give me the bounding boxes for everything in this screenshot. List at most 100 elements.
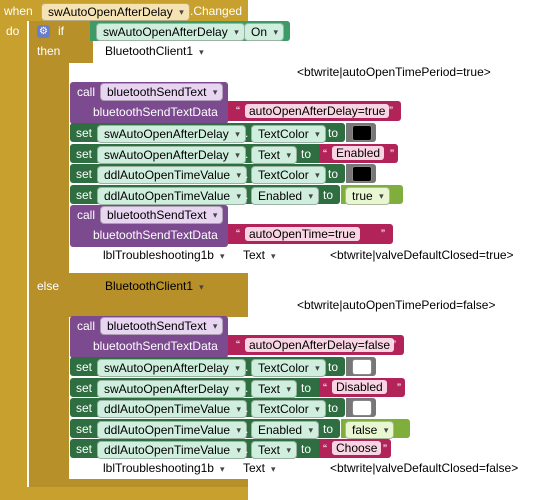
set-component-dropdown[interactable]: ddlAutoOpenTimeValue	[97, 187, 248, 205]
set-to-label: to	[301, 147, 312, 161]
condition-prop-dropdown[interactable]: On	[244, 23, 285, 41]
set-component-dropdown[interactable]: ddlAutoOpenTimeValue	[97, 421, 248, 439]
else-call-1-method-dropdown[interactable]: bluetoothSendText	[100, 317, 224, 335]
then-footer-component-dropdown[interactable]: lblTroubleshooting1b▾	[103, 248, 225, 262]
set-component-dropdown[interactable]: ddlAutoOpenTimeValue	[97, 441, 248, 459]
then-call-2-method-dropdown[interactable]: bluetoothSendText	[100, 206, 224, 224]
set-dot: .	[245, 442, 249, 456]
set-prop-dropdown[interactable]: Text	[251, 380, 298, 398]
when-label: when	[4, 4, 33, 18]
quote-close: ”	[390, 147, 394, 161]
quote-close: ”	[389, 104, 393, 118]
text-value[interactable]: Disabled	[332, 380, 387, 394]
then-call-1-method-dropdown[interactable]: bluetoothSendText	[100, 83, 224, 101]
logic-value-dropdown[interactable]: false	[345, 421, 395, 439]
then-footer-comment: <btwrite|valveDefaultClosed=true>	[330, 248, 514, 262]
do-label: do	[6, 24, 20, 38]
else-comment: <btwrite|autoOpenTimePeriod=false>	[297, 298, 496, 312]
color-swatch[interactable]	[352, 166, 372, 182]
event-component-dropdown[interactable]: swAutoOpenAfterDelay	[41, 3, 190, 21]
set-prop-dropdown[interactable]: TextColor	[251, 125, 326, 143]
else-footer-comment: <btwrite|valveDefaultClosed=false>	[330, 461, 519, 475]
else-footer-prop-dropdown[interactable]: Text▾	[243, 461, 276, 475]
else-bt-component-dropdown[interactable]: BluetoothClient1▾	[105, 279, 204, 293]
set-prop-dropdown[interactable]: Enabled	[251, 187, 320, 205]
set-dot: .	[245, 126, 249, 140]
condition-component-dropdown[interactable]: swAutoOpenAfterDelay	[96, 23, 245, 41]
set-label: set	[76, 147, 93, 161]
color-swatch[interactable]	[352, 359, 372, 375]
text-value[interactable]: Enabled	[332, 146, 385, 160]
then-call-2-label: call	[77, 208, 96, 222]
if-footer	[29, 479, 248, 487]
set-prop-dropdown[interactable]: Text	[251, 146, 298, 164]
set-component-dropdown[interactable]: ddlAutoOpenTimeValue	[97, 400, 248, 418]
set-to-label: to	[301, 442, 312, 456]
set-prop-dropdown[interactable]: TextColor	[251, 166, 326, 184]
quote-open: “	[236, 338, 240, 352]
quote-open: “	[236, 104, 240, 118]
set-dot: .	[245, 381, 249, 395]
set-component-dropdown[interactable]: swAutoOpenAfterDelay	[97, 380, 246, 398]
text-value[interactable]: Choose	[332, 441, 382, 455]
logic-value-dropdown[interactable]: true	[345, 187, 390, 205]
set-prop-dropdown[interactable]: TextColor	[251, 359, 326, 377]
color-swatch[interactable]	[352, 125, 372, 141]
set-dot: .	[245, 360, 249, 374]
else-call-1-label: call	[77, 319, 96, 333]
set-dot: .	[245, 188, 249, 202]
quote-close: ”	[381, 227, 385, 241]
set-label: set	[76, 381, 93, 395]
set-dot: .	[245, 147, 249, 161]
set-dot: .	[245, 401, 249, 415]
set-prop-dropdown[interactable]: Text	[251, 441, 298, 459]
set-label: set	[76, 442, 93, 456]
then-label: then	[37, 44, 61, 58]
else-call-1-value[interactable]: autoOpenAfterDelay=false	[245, 338, 395, 352]
if-label: if	[58, 24, 64, 38]
set-label: set	[76, 126, 93, 140]
set-dot: .	[245, 167, 249, 181]
quote-close: ”	[397, 381, 401, 395]
else-footer-component-dropdown[interactable]: lblTroubleshooting1b▾	[103, 461, 225, 475]
set-prop-dropdown[interactable]: TextColor	[251, 400, 326, 418]
set-to-label: to	[328, 401, 339, 415]
set-dot: .	[245, 422, 249, 436]
quote-close: ”	[383, 442, 387, 456]
gear-icon[interactable]: ⚙	[37, 25, 50, 38]
quote-open: “	[323, 442, 327, 456]
set-component-dropdown[interactable]: ddlAutoOpenTimeValue	[97, 166, 248, 184]
set-to-label: to	[301, 381, 312, 395]
color-swatch[interactable]	[352, 400, 372, 416]
set-to-label: to	[328, 360, 339, 374]
else-label: else	[37, 279, 60, 293]
set-component-dropdown[interactable]: swAutoOpenAfterDelay	[97, 125, 246, 143]
quote-open: “	[323, 381, 327, 395]
set-label: set	[76, 360, 93, 374]
then-call-2-value[interactable]: autoOpenTime=true	[245, 227, 360, 241]
then-call-1-value[interactable]: autoOpenAfterDelay=true	[245, 104, 390, 118]
then-call-2-param: bluetoothSendTextData	[93, 228, 218, 242]
set-to-label: to	[328, 126, 339, 140]
quote-open: “	[323, 147, 327, 161]
event-name-label: .Changed	[190, 4, 243, 18]
set-prop-dropdown[interactable]: Enabled	[251, 421, 320, 439]
set-component-dropdown[interactable]: swAutoOpenAfterDelay	[97, 146, 246, 164]
then-bt-component-dropdown[interactable]: BluetoothClient1▾	[105, 44, 204, 58]
then-comment: <btwrite|autoOpenTimePeriod=true>	[297, 65, 491, 79]
set-to-label: to	[323, 188, 334, 202]
set-label: set	[76, 167, 93, 181]
then-call-1-param: bluetoothSendTextData	[93, 105, 218, 119]
quote-close: ”	[392, 338, 396, 352]
set-to-label: to	[328, 167, 339, 181]
set-to-label: to	[323, 422, 334, 436]
then-call-1-label: call	[77, 85, 96, 99]
then-footer-prop-dropdown[interactable]: Text▾	[243, 248, 276, 262]
else-row	[29, 273, 248, 317]
condition-dot: .	[236, 24, 240, 38]
set-label: set	[76, 188, 93, 202]
event-footer	[0, 487, 248, 500]
if-then-arm	[29, 21, 69, 487]
set-label: set	[76, 401, 93, 415]
set-component-dropdown[interactable]: swAutoOpenAfterDelay	[97, 359, 246, 377]
